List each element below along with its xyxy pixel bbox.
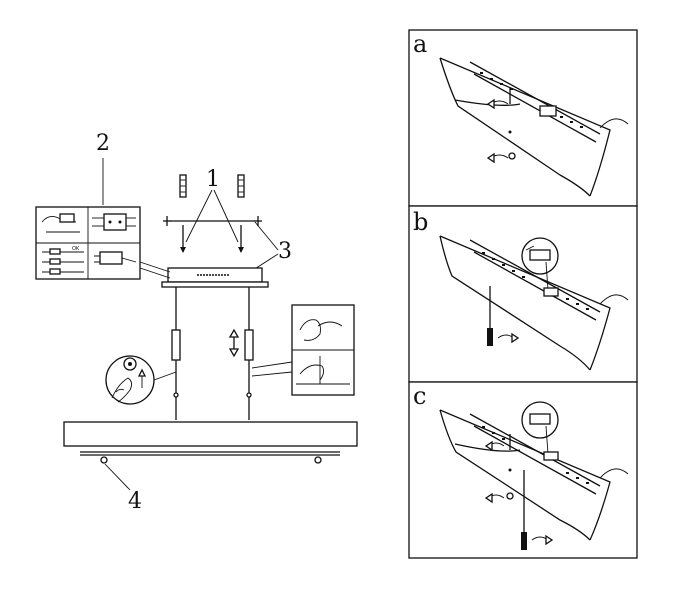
panel-b: b (408, 205, 638, 383)
terminal-block-icon (92, 213, 136, 231)
rotate-arrow-icon (486, 98, 509, 110)
detail-magnifier (521, 237, 559, 291)
up-down-arrow-icon (228, 328, 240, 358)
main-assembly: 1 2 3 4 (35, 131, 358, 514)
screw-icon (237, 174, 245, 198)
adjustment-inset (251, 304, 355, 396)
panel-c: c (408, 381, 638, 559)
screw-icon (163, 216, 262, 226)
panel-a: a (408, 29, 638, 207)
panel-c-letter: c (413, 382, 426, 410)
detail-magnifier (521, 401, 559, 455)
callout-4: 4 (128, 489, 142, 514)
callout-3: 3 (278, 239, 292, 264)
ceiling-canopy (161, 267, 269, 288)
release-inset (105, 355, 177, 405)
rotate-arrow-icon (531, 534, 554, 546)
hand-icon (111, 377, 133, 403)
luminaire-body (63, 421, 358, 464)
rotate-arrow-icon (484, 492, 514, 504)
wiring-ok-label: OK (72, 246, 80, 252)
suspension-cables (171, 287, 254, 420)
up-down-arrow-icon (137, 368, 147, 388)
screw-icon (100, 456, 322, 464)
wiring-inset: OK (35, 206, 171, 280)
hand-icon (296, 319, 350, 385)
panel-a-letter: a (413, 30, 427, 58)
rotate-arrow-icon (486, 152, 516, 164)
rotate-arrow-icon (497, 332, 520, 344)
screw-icon (179, 174, 187, 198)
rotate-arrow-icon (484, 440, 505, 452)
wall-anchor-icon (180, 225, 244, 253)
callout-2: 2 (96, 131, 110, 156)
panel-b-letter: b (413, 208, 428, 236)
callout-1: 1 (206, 167, 220, 192)
